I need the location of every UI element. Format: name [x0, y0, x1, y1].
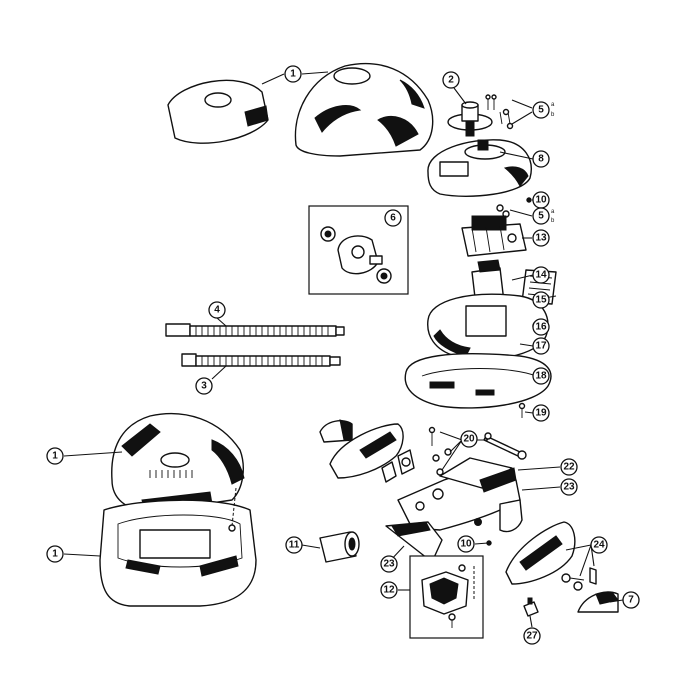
part-1-top-shell: [294, 62, 434, 157]
part-23-skid: [385, 521, 443, 563]
callout-5-top-b: b: [551, 112, 555, 118]
svg-text:4: 4: [214, 305, 220, 316]
svg-text:23: 23: [563, 482, 575, 493]
svg-text:19: 19: [535, 408, 547, 419]
callout-5-top: 5: [532, 101, 550, 119]
callout-22: 22: [560, 458, 578, 476]
svg-text:17: 17: [535, 341, 547, 352]
part-20-screws: [428, 426, 452, 476]
part-24-wheel-parts: [561, 567, 597, 591]
part-3-hose: [181, 353, 341, 367]
callout-16: 16: [532, 318, 550, 336]
callout-10-top: 10: [532, 191, 550, 209]
svg-text:22: 22: [563, 462, 575, 473]
part-side-panel-right: [505, 521, 576, 585]
part-side-cap-left: [319, 419, 353, 443]
callout-12: 12: [380, 581, 398, 599]
callout-5-mid-a: a: [551, 209, 555, 215]
svg-text:24: 24: [593, 540, 605, 551]
part-12-kit-box: [409, 555, 484, 639]
part-11-bushing: [319, 531, 360, 563]
callout-23-low: 23: [380, 555, 398, 573]
callout-23-right: 23: [560, 478, 578, 496]
svg-text:3: 3: [201, 381, 207, 392]
svg-text:14: 14: [535, 270, 547, 281]
part-wheel-bracket-left: [381, 449, 415, 483]
part-27-clip: [523, 597, 539, 617]
svg-text:13: 13: [535, 233, 547, 244]
svg-text:1: 1: [52, 451, 58, 462]
svg-text:2: 2: [448, 75, 454, 86]
callout-17: 17: [532, 337, 550, 355]
callout-20: 20: [460, 430, 478, 448]
callout-4: 4: [208, 301, 226, 319]
svg-text:5: 5: [538, 105, 544, 116]
callout-18: 18: [532, 367, 550, 385]
callout-10-low: 10: [457, 535, 475, 553]
svg-text:11: 11: [289, 540, 300, 551]
leader-lines: [63, 71, 624, 628]
svg-text:8: 8: [538, 154, 544, 165]
part-1-top-cap: [167, 79, 269, 144]
svg-text:10: 10: [460, 539, 472, 550]
part-side-panel-left: [329, 423, 404, 479]
callout-15: 15: [532, 291, 550, 309]
part-1-lower-body: [99, 487, 257, 607]
part-13-gearbox: [461, 215, 527, 257]
callout-19: 19: [532, 404, 550, 422]
callout-24: 24: [590, 536, 608, 554]
svg-text:1: 1: [52, 549, 58, 560]
callout-6: 6: [384, 209, 402, 227]
svg-text:18: 18: [535, 371, 547, 382]
part-axle-shaft: [483, 432, 527, 460]
svg-text:1: 1: [290, 69, 296, 80]
svg-text:23: 23: [383, 559, 395, 570]
svg-text:7: 7: [628, 595, 634, 606]
part-5-screws-top: [485, 94, 514, 130]
part-4-hose: [165, 323, 345, 337]
callout-2: 2: [442, 71, 460, 89]
part-10-screw-top: [526, 197, 532, 203]
callout-3: 3: [195, 377, 213, 395]
callout-11: 11: [285, 536, 303, 554]
callout-5-top-a: a: [551, 102, 555, 108]
part-8-motor-housing: [427, 139, 532, 197]
part-17-chassis: [427, 293, 549, 360]
callout-8: 8: [532, 150, 550, 168]
part-18-base-plate: [404, 353, 552, 409]
callout-13: 13: [532, 229, 550, 247]
callout-14: 14: [532, 266, 550, 284]
callout-5-mid: 5: [532, 207, 550, 225]
svg-text:15: 15: [535, 295, 547, 306]
svg-text:6: 6: [390, 213, 396, 224]
part-7-end-cap: [577, 591, 619, 613]
svg-text:16: 16: [535, 322, 547, 333]
callout-7: 7: [622, 591, 640, 609]
svg-text:10: 10: [535, 195, 547, 206]
part-1-upper-body: [111, 412, 245, 513]
callout-27: 27: [523, 627, 541, 645]
callout-5-mid-b: b: [551, 218, 555, 224]
part-2-gear: [447, 101, 493, 137]
callout-1-top: 1: [284, 65, 302, 83]
svg-text:20: 20: [463, 434, 475, 445]
svg-text:5: 5: [538, 211, 544, 222]
part-19-screw: [518, 402, 526, 418]
svg-text:27: 27: [526, 631, 538, 642]
part-22-23-frame: [397, 457, 523, 533]
callout-1-low: 1: [46, 545, 64, 563]
callout-1-mid: 1: [46, 447, 64, 465]
part-5-screws-mid: [496, 204, 510, 218]
svg-text:12: 12: [383, 585, 395, 596]
